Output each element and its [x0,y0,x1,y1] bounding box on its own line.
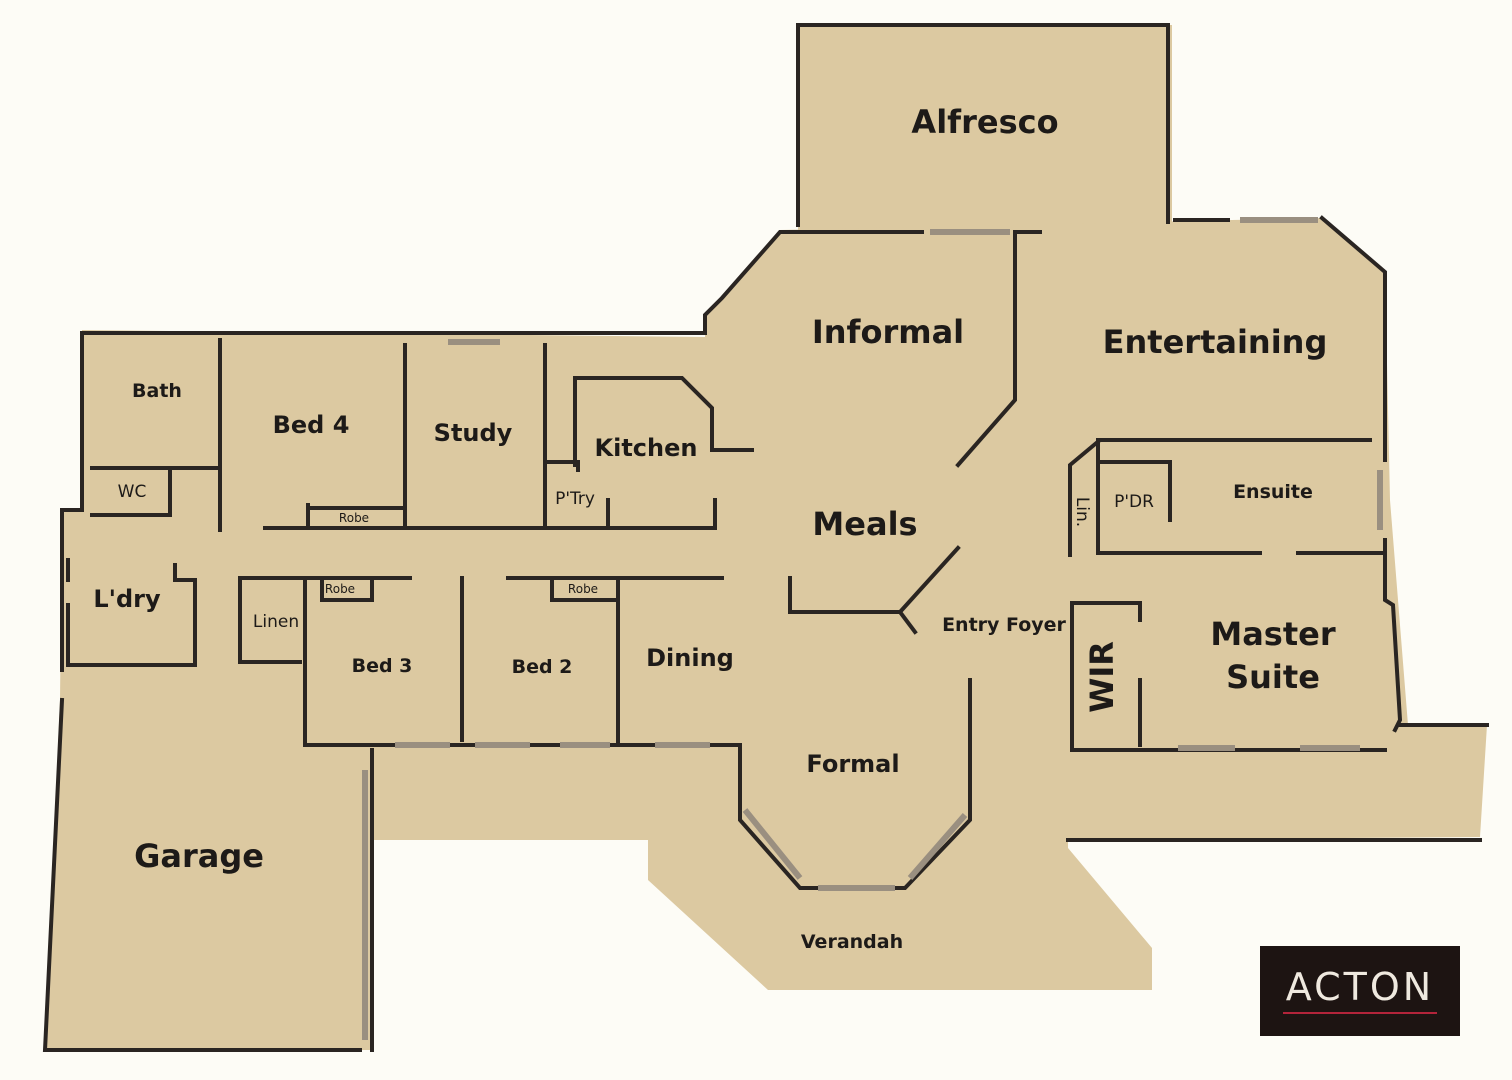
robe-bed2-label: Robe [568,582,598,596]
wir-label: WIR [1083,641,1121,713]
bed3-label: Bed 3 [352,655,413,677]
pantry-label: P'Try [555,489,595,509]
bed4-label: Bed 4 [273,411,350,439]
study-label: Study [434,419,513,447]
acton-logo: ACTON [1260,946,1460,1036]
entertaining-label: Entertaining [1103,323,1328,361]
alfresco-label: Alfresco [911,103,1058,141]
garage-label: Garage [134,837,264,875]
linen-closet-label: Lin. [1072,497,1092,527]
room-labels: Alfresco Informal Entertaining Bath Bed … [93,103,1336,953]
master-suite-label-line2: Suite [1226,658,1320,696]
bath-label: Bath [132,380,182,402]
wc-label: WC [118,482,147,502]
linen-label: Linen [253,612,299,632]
bed2-label: Bed 2 [512,656,573,678]
dining-label: Dining [646,644,734,672]
entry-foyer-label: Entry Foyer [942,614,1066,636]
logo-underline [1283,1012,1437,1014]
robe-bed3-label: Robe [325,582,355,596]
logo-text: ACTON [1285,965,1435,1009]
master-suite-label-line1: Master [1210,615,1335,653]
formal-label: Formal [806,750,899,778]
floor-area [45,25,1487,1050]
windows [362,217,1383,1040]
meals-label: Meals [812,505,917,543]
verandah-label: Verandah [801,931,903,953]
walls [42,23,1489,1052]
robe-bed4-label: Robe [339,511,369,525]
ensuite-label: Ensuite [1233,481,1313,503]
laundry-label: L'dry [93,585,161,613]
kitchen-label: Kitchen [595,434,698,462]
informal-label: Informal [812,313,964,351]
pdr-label: P'DR [1114,492,1154,512]
